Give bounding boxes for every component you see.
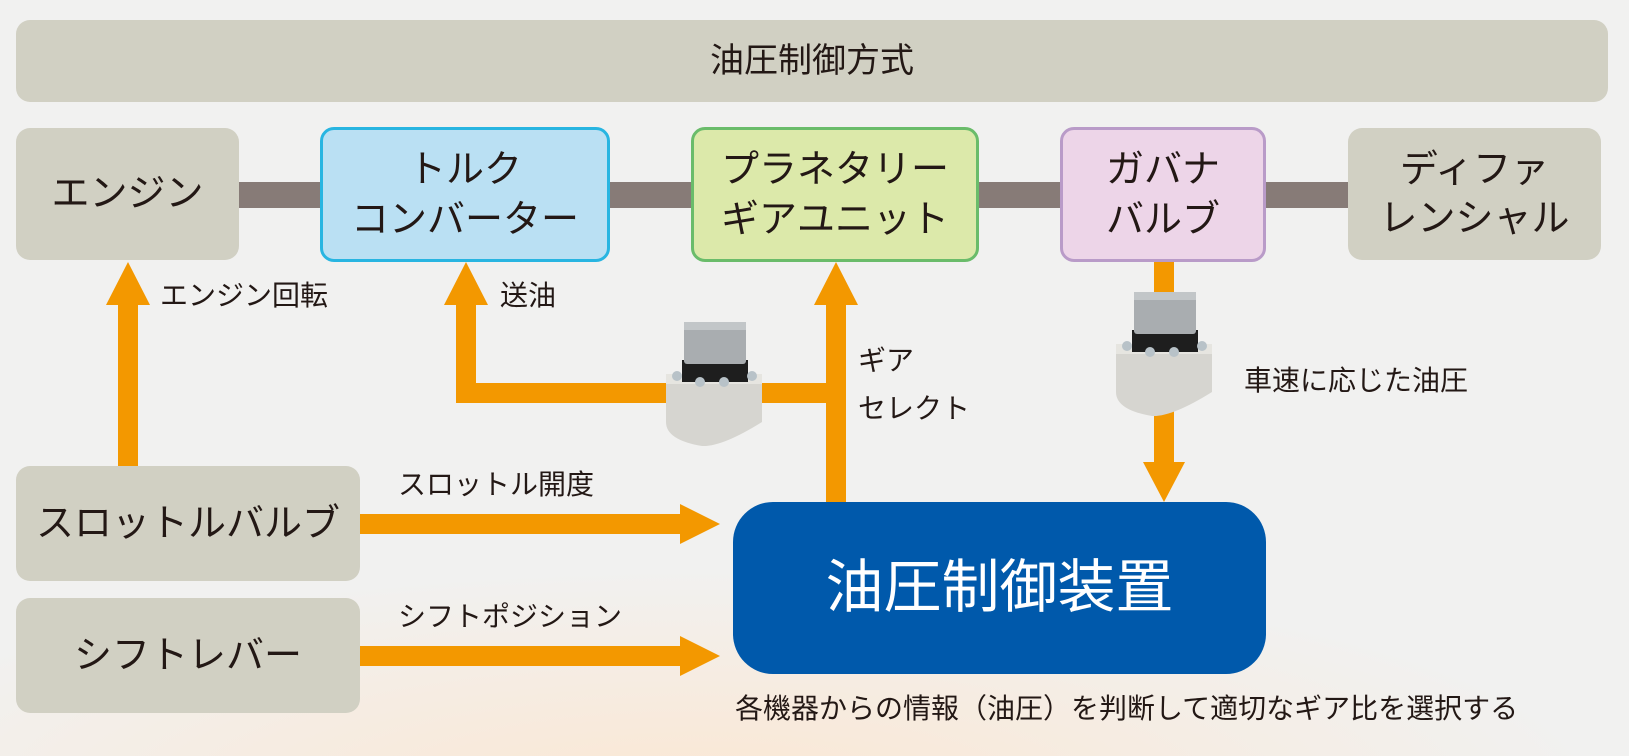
- planetary-gear-box: プラネタリーギアユニット: [691, 127, 979, 262]
- governor-valve-label-line1: ガバナ: [1105, 147, 1220, 192]
- arrow-shift-shaft: [360, 646, 690, 666]
- arrow-oil-feed-shaft: [456, 305, 476, 403]
- diagram-title-text: 油圧制御方式: [710, 40, 914, 81]
- governor-valve-label-line2: バルブ: [1105, 196, 1220, 241]
- shaft-planetary-governor: [979, 182, 1061, 208]
- shaft-engine-torque: [239, 182, 321, 208]
- arrow-oil-feed-horizontal: [456, 383, 836, 403]
- arrow-engine-rotation-head: [106, 262, 150, 305]
- label-shift-position: シフトポジション: [398, 600, 623, 633]
- planetary-gear-label-line2: ギアユニット: [720, 196, 949, 241]
- shift-lever-label: シフトレバー: [73, 632, 302, 677]
- engine-box: エンジン: [16, 128, 239, 260]
- label-speed-pressure: 車速に応じた油圧: [1244, 364, 1469, 397]
- differential-box: ディファレンシャル: [1348, 128, 1601, 260]
- arrow-gear-select-shaft: [826, 305, 846, 502]
- torque-converter-box: トルクコンバーター: [320, 127, 610, 262]
- governor-valve-box: ガバナバルブ: [1060, 127, 1266, 262]
- label-gear-select-line1: ギア: [858, 344, 915, 377]
- shaft-torque-planetary: [610, 182, 692, 208]
- throttle-valve-box: スロットルバルブ: [16, 466, 360, 581]
- label-gear-select: ギア セレクト: [858, 342, 970, 428]
- label-engine-rotation: エンジン回転: [160, 279, 329, 312]
- arrow-throttle-head: [680, 504, 720, 544]
- label-throttle-opening: スロットル開度: [398, 468, 595, 501]
- arrow-shift-head: [680, 636, 720, 676]
- label-gear-select-line2: セレクト: [858, 391, 971, 425]
- throttle-valve-label: スロットルバルブ: [35, 500, 340, 545]
- diagram-caption: 各機器からの情報（油圧）を判断して適切なギア比を選択する: [735, 692, 1519, 725]
- hydraulic-controller-label: 油圧制御装置: [825, 553, 1174, 622]
- planetary-gear-label-line1: プラネタリー: [720, 147, 949, 192]
- engine-label: エンジン: [51, 171, 204, 216]
- arrow-speed-pressure-head: [1143, 462, 1185, 502]
- torque-converter-label-line1: トルク: [407, 147, 522, 192]
- shift-lever-box: シフトレバー: [16, 598, 360, 713]
- differential-label-line1: ディファ: [1399, 146, 1550, 191]
- differential-label-line2: レンシャル: [1379, 196, 1570, 240]
- diagram-title: 油圧制御方式: [16, 20, 1608, 102]
- torque-converter-label-line2: コンバーター: [350, 196, 579, 241]
- label-oil-feed: 送油: [500, 279, 557, 312]
- shaft-governor-differential: [1266, 182, 1349, 208]
- oil-pressure-sensor-icon: [666, 322, 762, 447]
- arrow-oil-feed-head: [444, 262, 488, 305]
- hydraulic-controller-box: 油圧制御装置: [733, 502, 1266, 674]
- arrow-throttle-shaft: [360, 514, 690, 534]
- arrow-gear-select-head: [814, 262, 858, 305]
- oil-pressure-sensor-icon: [1116, 292, 1212, 417]
- arrow-engine-rotation-shaft: [118, 305, 138, 466]
